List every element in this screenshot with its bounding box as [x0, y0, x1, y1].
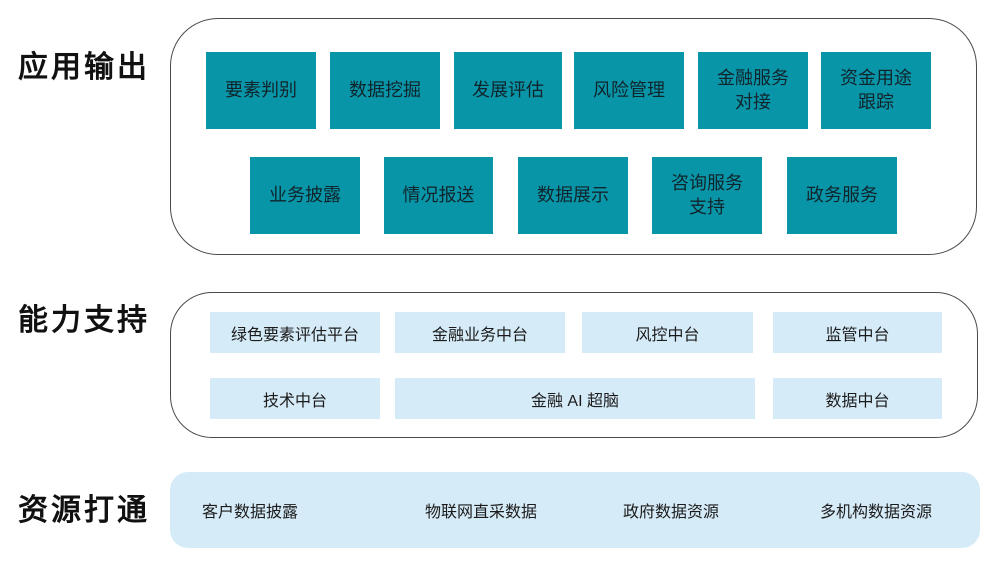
app-output-box: 资金用途 跟踪	[821, 52, 931, 129]
app-output-box: 咨询服务 支持	[652, 157, 762, 234]
app-output-box: 金融服务 对接	[698, 52, 808, 129]
resource-item: 物联网直采数据	[424, 504, 538, 521]
resource-item: 多机构数据资源	[819, 504, 933, 521]
section-label-app-output: 应用输出	[18, 51, 150, 84]
app-output-box: 业务披露	[250, 157, 360, 234]
app-output-box: 数据展示	[518, 157, 628, 234]
section-label-resources: 资源打通	[18, 494, 150, 527]
capability-box: 数据中台	[773, 378, 942, 419]
capability-box: 金融业务中台	[395, 312, 565, 353]
section-label-capability: 能力支持	[18, 304, 150, 337]
resource-item: 客户数据披露	[201, 504, 299, 521]
app-output-box: 发展评估	[454, 52, 562, 129]
app-output-box: 政务服务	[787, 157, 897, 234]
capability-box: 绿色要素评估平台	[210, 312, 380, 353]
resources-bar: 客户数据披露 物联网直采数据 政府数据资源 多机构数据资源	[170, 472, 980, 548]
app-output-box: 风险管理	[574, 52, 684, 129]
capability-box: 监管中台	[773, 312, 942, 353]
capability-box: 技术中台	[210, 378, 380, 419]
capability-box: 金融 AI 超脑	[395, 378, 755, 419]
resource-item: 政府数据资源	[622, 504, 720, 521]
app-output-box: 数据挖掘	[330, 52, 440, 129]
capability-box: 风控中台	[582, 312, 753, 353]
app-output-box: 要素判别	[206, 52, 316, 129]
app-output-box: 情况报送	[384, 157, 493, 234]
